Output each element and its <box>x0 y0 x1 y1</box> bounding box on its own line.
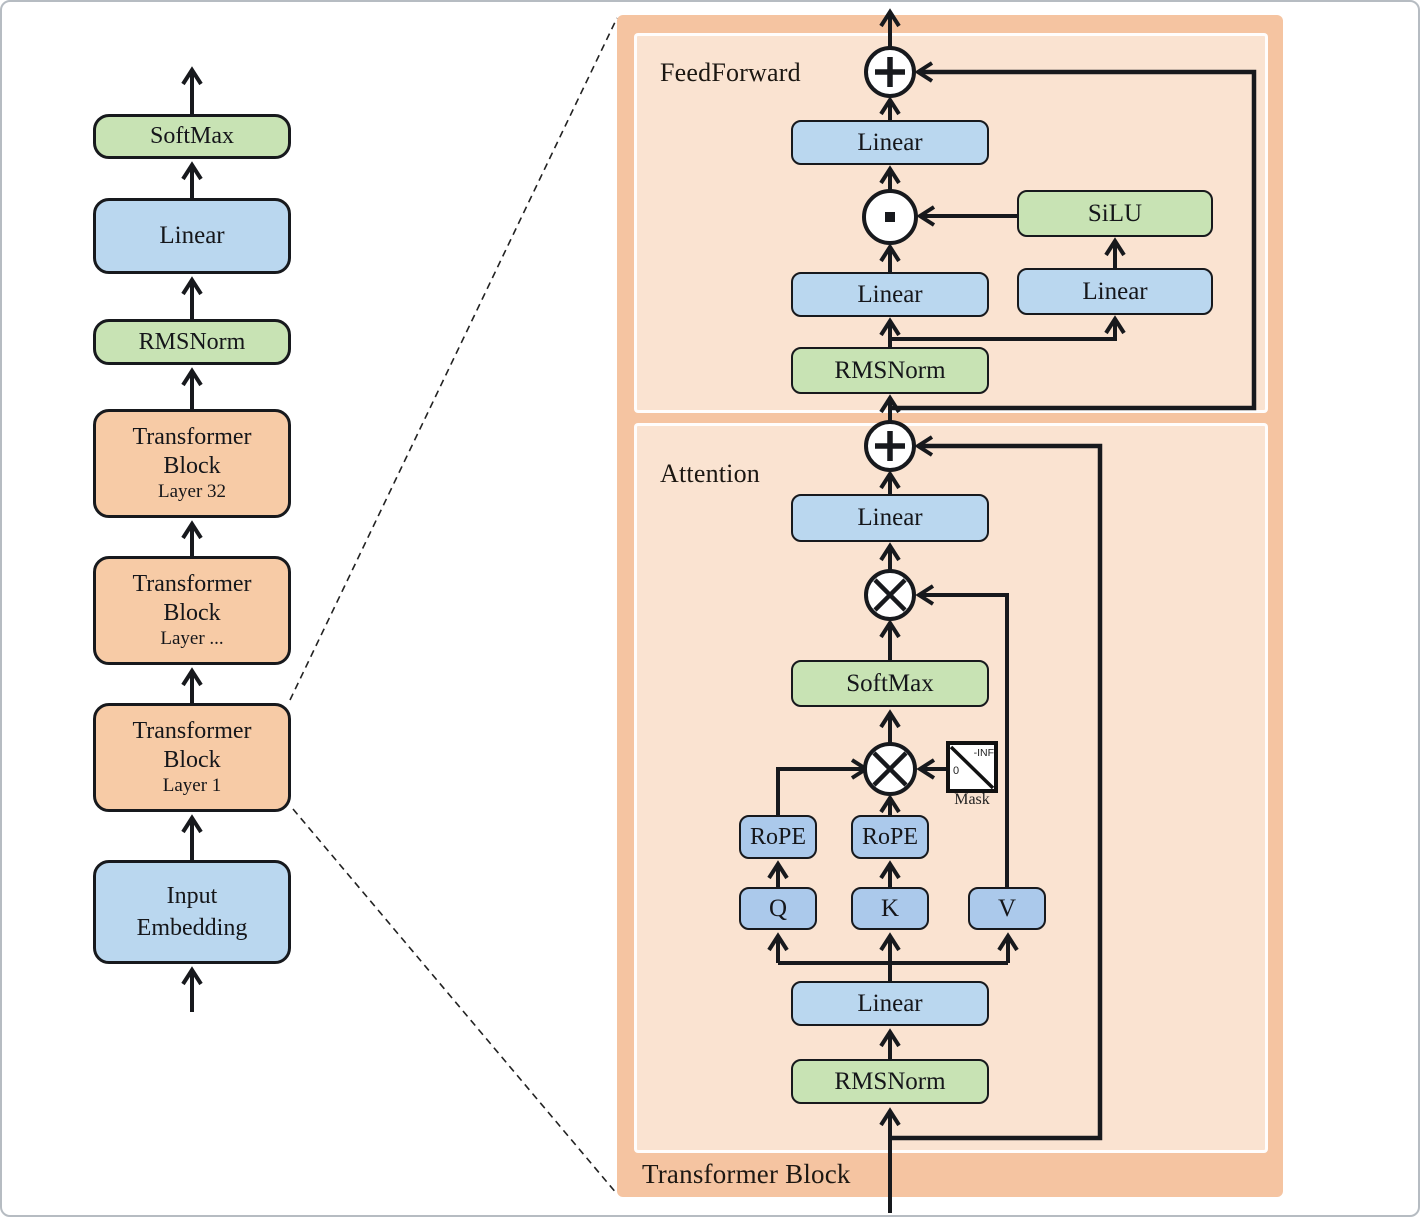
attention-title: Attention <box>660 459 761 488</box>
attn-linear-qkv-block: Linear <box>791 981 989 1026</box>
feedforward-title: FeedForward <box>660 58 801 87</box>
mask-neg-inf-label: -INF <box>973 747 994 759</box>
matmul-node-lower <box>863 742 917 796</box>
attn-linear-out-block: Linear <box>791 494 989 542</box>
add-node-attention <box>864 420 916 472</box>
left-softmax-block: SoftMax <box>93 114 291 159</box>
ff-rmsnorm-block: RMSNorm <box>791 347 989 394</box>
transformer-block-layer-32: Transformer Block Layer 32 <box>93 409 291 518</box>
ff-linear-out-block: Linear <box>791 120 989 165</box>
input-embedding-block: Input Embedding <box>93 860 291 964</box>
mask-zero-label: 0 <box>953 765 960 777</box>
rope-q-block: RoPE <box>739 815 817 859</box>
v-block: V <box>968 887 1046 930</box>
mask-label: Mask <box>954 791 990 808</box>
matmul-node-upper <box>864 569 916 621</box>
detail-arrows <box>767 8 1257 1213</box>
add-node-feedforward <box>864 46 916 98</box>
zoom-connector-lines <box>289 17 618 1195</box>
left-rmsnorm-block: RMSNorm <box>93 319 291 365</box>
ff-linear-gate-block: Linear <box>791 272 989 317</box>
attn-rmsnorm-block: RMSNorm <box>791 1059 989 1104</box>
rope-k-block: RoPE <box>851 815 929 859</box>
q-block: Q <box>739 887 817 930</box>
transformer-block-title: Transformer Block <box>642 1159 851 1189</box>
silu-block: SiLU <box>1017 190 1213 237</box>
k-block: K <box>851 887 929 930</box>
attn-softmax-block: SoftMax <box>791 660 989 707</box>
left-linear-block: Linear <box>93 198 291 274</box>
elementwise-multiply-node <box>862 189 918 245</box>
mask-icon <box>946 741 998 793</box>
transformer-block-layer-1: Transformer Block Layer 1 <box>93 703 291 812</box>
ff-linear-up-block: Linear <box>1017 268 1213 315</box>
transformer-block-layer-dots: Transformer Block Layer ... <box>93 556 291 665</box>
